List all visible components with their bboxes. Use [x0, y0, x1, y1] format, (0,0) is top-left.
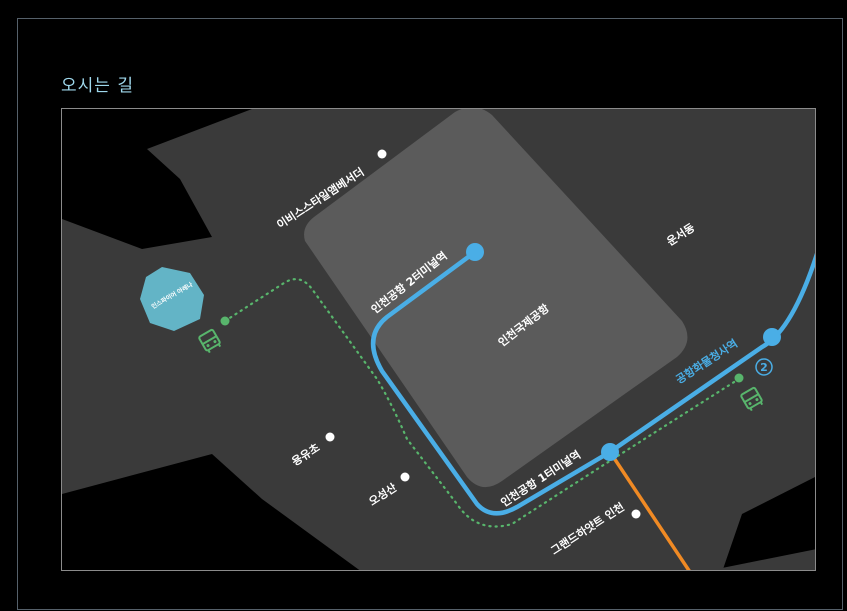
bus-icon — [740, 386, 764, 412]
station-terminal2-marker[interactable] — [466, 243, 484, 261]
poi-osungsan-dot[interactable] — [400, 472, 410, 482]
airport-area — [304, 109, 688, 487]
station-terminal1-marker[interactable] — [601, 443, 619, 461]
bus-route — [223, 278, 744, 528]
bus-stop-west-dot[interactable] — [220, 316, 230, 326]
bus-stop-east-dot[interactable] — [734, 373, 744, 383]
location-map[interactable]: 2 인스파이어 아레나 이비스스타일앰베서더 운서동 인천공항 2터미널역 인천… — [61, 108, 816, 571]
page-title: 오시는 길 — [61, 76, 134, 96]
bus-stop-number: 2 — [760, 361, 768, 374]
page-frame — [17, 18, 843, 610]
poi-grandhyatt-dot[interactable] — [631, 509, 641, 519]
bus-icon — [198, 328, 222, 354]
poi-yongyu-dot[interactable] — [325, 432, 335, 442]
poi-ibis-dot[interactable] — [377, 149, 387, 159]
rail-line-orange — [608, 451, 691, 570]
rail-line-blue — [370, 249, 815, 516]
bus-stop-number-badge — [755, 358, 773, 376]
station-cargo-marker[interactable] — [763, 328, 781, 346]
destination-marker[interactable] — [140, 267, 204, 331]
